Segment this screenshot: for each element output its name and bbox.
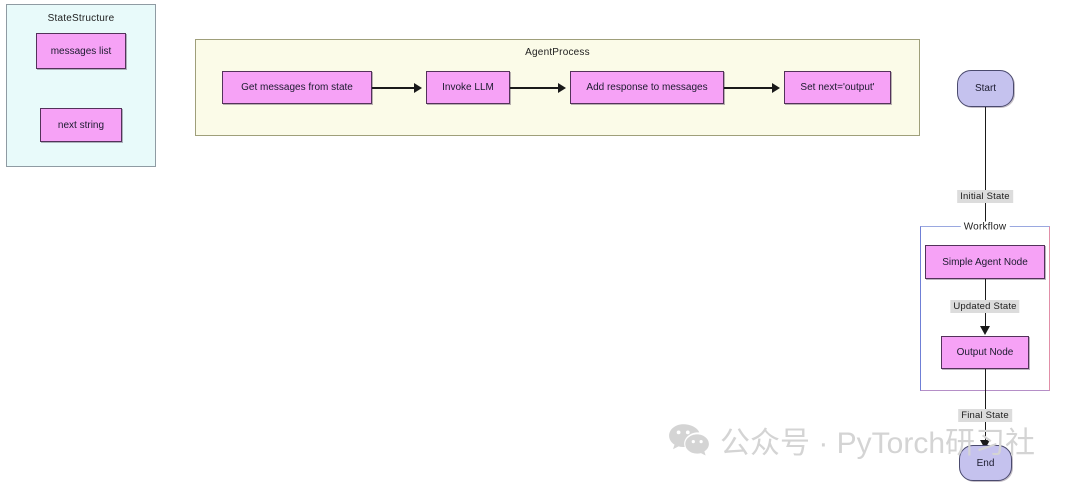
subgraph-state-structure: StateStructure — [6, 4, 156, 167]
node-messages-list-label: messages list — [50, 45, 112, 57]
edge-step3-step4 — [724, 87, 774, 89]
node-end-label: End — [976, 457, 995, 469]
node-simple-agent-node-label: Simple Agent Node — [942, 256, 1028, 268]
node-start-label: Start — [974, 83, 997, 94]
node-output-node-label: Output Node — [956, 347, 1014, 358]
arrowhead-step2-step3 — [558, 82, 566, 93]
edge-label-initial-state: Initial State — [957, 190, 1013, 203]
wechat-icon — [668, 423, 710, 457]
edge-start-to-agent — [984, 107, 986, 232]
node-get-messages-from-state[interactable]: Get messages from state — [222, 71, 372, 104]
node-invoke-llm-label: Invoke LLM — [442, 82, 494, 93]
node-add-response-to-messages-label: Add response to messages — [586, 82, 708, 93]
node-simple-agent-node[interactable]: Simple Agent Node — [925, 245, 1045, 279]
edge-step1-step2 — [372, 87, 416, 89]
subgraph-state-structure-title: StateStructure — [47, 13, 115, 24]
subgraph-workflow-title: Workflow — [960, 221, 1010, 233]
node-set-next-output[interactable]: Set next='output' — [784, 71, 891, 104]
node-add-response-to-messages[interactable]: Add response to messages — [570, 71, 724, 104]
node-next-string-label: next string — [57, 119, 105, 131]
node-get-messages-from-state-label: Get messages from state — [241, 82, 353, 93]
node-messages-list[interactable]: messages list — [36, 33, 126, 69]
node-next-string[interactable]: next string — [40, 108, 122, 142]
node-set-next-output-label: Set next='output' — [800, 82, 875, 93]
arrowhead-step3-step4 — [772, 82, 780, 93]
node-start[interactable]: Start — [957, 70, 1014, 107]
edge-step2-step3 — [510, 87, 560, 89]
edge-output-to-end — [984, 369, 986, 447]
arrowhead-step1-step2 — [414, 82, 422, 93]
edge-label-updated-state: Updated State — [950, 300, 1020, 313]
edge-label-final-state: Final State — [958, 409, 1012, 422]
node-output-node[interactable]: Output Node — [941, 336, 1029, 369]
arrowhead-agent-to-output — [979, 326, 990, 335]
node-end[interactable]: End — [959, 445, 1012, 481]
arrowhead-output-to-end — [979, 440, 990, 449]
subgraph-agent-process-title: AgentProcess — [525, 47, 590, 58]
node-invoke-llm[interactable]: Invoke LLM — [426, 71, 510, 104]
